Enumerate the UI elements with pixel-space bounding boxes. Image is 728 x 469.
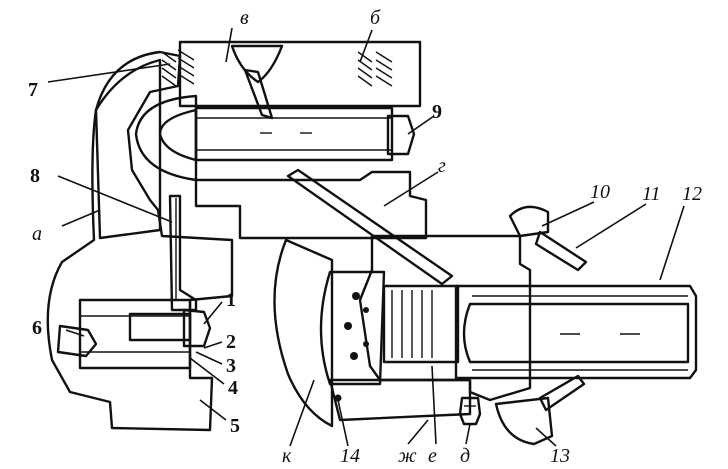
seal-caps [494, 205, 588, 446]
label-4: 4 [228, 377, 238, 399]
label-1: 1 [226, 289, 236, 311]
top-block [161, 40, 422, 120]
vertical-channel [168, 194, 198, 312]
left-shaft [56, 298, 212, 370]
diagonal-pipe [286, 168, 454, 286]
label-b: б [370, 7, 381, 29]
label-3: 3 [226, 355, 236, 377]
label-v: в [240, 7, 249, 29]
middle-web [194, 170, 428, 240]
label-14: 14 [340, 445, 360, 467]
label-2: 2 [226, 331, 236, 353]
housing-body [46, 50, 234, 432]
label-7: 7 [28, 79, 38, 101]
label-10: 10 [590, 181, 610, 203]
label-13: 13 [550, 445, 570, 467]
label-a: а [32, 223, 42, 245]
upper-rod [134, 94, 416, 182]
output-shaft [454, 284, 698, 380]
label-9: 9 [432, 101, 442, 123]
label-5: 5 [230, 415, 240, 437]
leader-lines [47, 27, 685, 447]
label-6: 6 [32, 317, 42, 339]
label-zh: ж [398, 445, 417, 467]
label-12: 12 [682, 183, 702, 205]
right-housing [319, 234, 532, 402]
drain-fitting [458, 396, 482, 426]
label-g: г [438, 155, 446, 177]
label-k: к [282, 445, 292, 467]
label-d: д [460, 445, 470, 467]
labels: в б 7 9 8 г а 10 11 12 1 6 2 3 4 5 к 14 … [28, 7, 702, 467]
label-11: 11 [642, 183, 661, 205]
label-8: 8 [30, 165, 40, 187]
label-e: е [428, 445, 437, 467]
